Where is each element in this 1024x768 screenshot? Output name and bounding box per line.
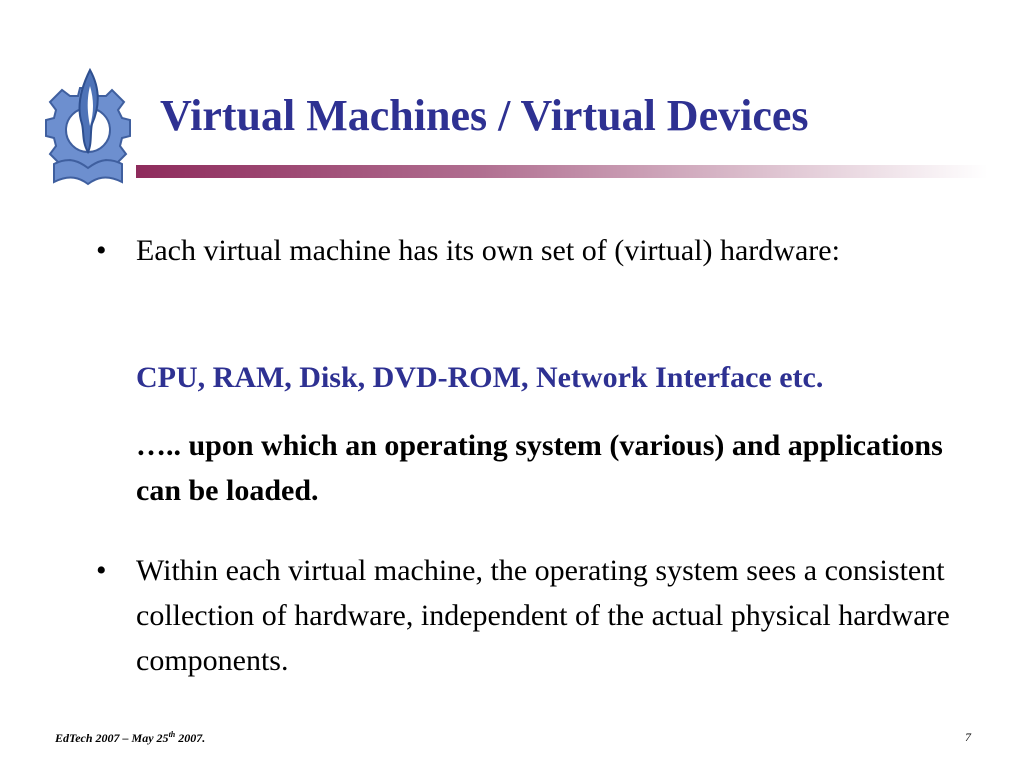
bullet-marker: • <box>96 554 107 587</box>
footer-event-end: 2007. <box>175 731 206 745</box>
footer-event: EdTech 2007 – May 25th 2007. <box>55 730 205 746</box>
gear-flame-logo-icon <box>45 67 131 186</box>
continuation-text: ….. upon which an operating system (vari… <box>136 429 943 507</box>
hardware-list: CPU, RAM, Disk, DVD-ROM, Network Interfa… <box>136 361 824 394</box>
slide-title: Virtual Machines / Virtual Devices <box>160 91 809 140</box>
title-divider <box>136 165 988 178</box>
bullet-text: Within each virtual machine, the operati… <box>136 554 950 677</box>
bullet-marker: • <box>96 234 107 267</box>
footer-event-prefix: EdTech 2007 – May 25 <box>55 731 169 745</box>
footer-date-suffix: th <box>168 730 176 739</box>
bullet-text: Each virtual machine has its own set of … <box>136 234 840 267</box>
page-number: 7 <box>965 730 971 744</box>
